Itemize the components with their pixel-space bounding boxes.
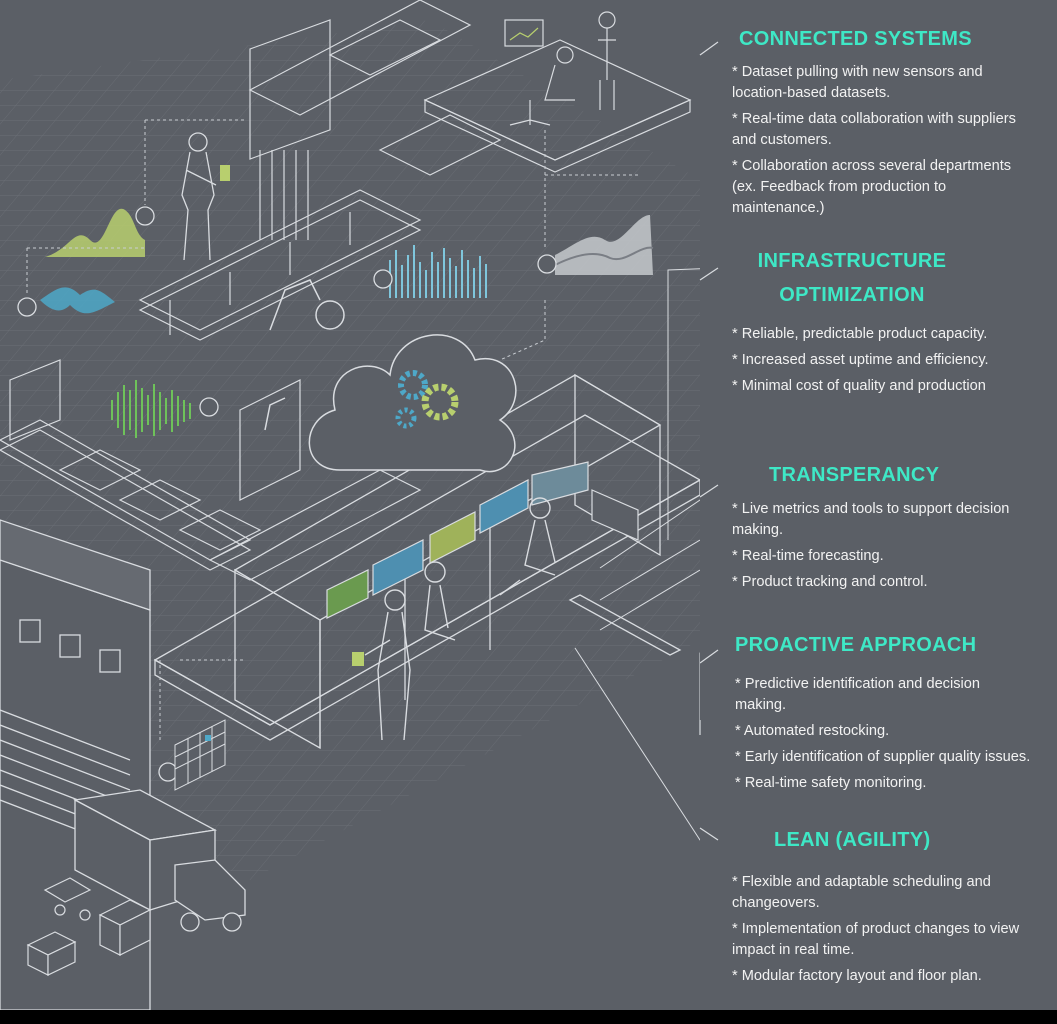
list-item: * Minimal cost of quality and production — [732, 378, 986, 394]
list-infrastructure-optimization: * Reliable, predictable product capacity… — [732, 324, 1032, 402]
worker-with-tablet — [181, 132, 230, 261]
data-waves — [40, 208, 654, 438]
list-item: * Implementation of product changes to v… — [732, 921, 1020, 958]
sensor-links — [26, 119, 640, 740]
warehouse — [0, 519, 151, 1010]
list-item: * Live metrics and tools to support deci… — [732, 501, 1010, 538]
bottom-bar — [0, 1010, 1057, 1024]
inventory-rack — [174, 719, 226, 791]
heading-lean-agility: LEAN (AGILITY) — [774, 829, 931, 851]
list-proactive-approach: * Predictive identification and decision… — [735, 674, 1035, 799]
list-item: * Modular factory layout and floor plan. — [732, 968, 982, 984]
delivery-truck — [72, 789, 246, 932]
top-office — [423, 11, 692, 173]
list-item: * Real-time safety monitoring. — [735, 775, 927, 791]
heading-transperancy: TRANSPERANCY — [769, 464, 940, 486]
upper-conveyor — [138, 0, 502, 341]
list-item: * Collaboration across several departmen… — [732, 158, 1012, 216]
list-item: * Product tracking and control. — [732, 574, 928, 590]
connector-lines — [574, 54, 700, 841]
operators — [352, 497, 556, 741]
list-item: * Early identification of supplier quali… — [735, 749, 1031, 765]
smart-factory-illustration — [0, 0, 700, 1010]
heading-proactive-approach: PROACTIVE APPROACH — [735, 634, 977, 656]
list-item: * Predictive identification and decision… — [735, 676, 980, 713]
gear-icon — [395, 370, 459, 429]
connector-ticks — [699, 41, 719, 841]
cloud-icon — [308, 334, 517, 473]
pallets — [26, 877, 152, 976]
list-item: * Dataset pulling with new sensors and l… — [732, 64, 983, 101]
heading-optimization: OPTIMIZATION — [779, 284, 925, 306]
list-item: * Real-time forecasting. — [732, 548, 884, 564]
monitors — [326, 461, 639, 619]
list-item: * Flexible and adaptable scheduling and … — [732, 874, 991, 911]
list-item: * Real-time data collaboration with supp… — [732, 111, 1016, 148]
heading-connected-systems: CONNECTED SYSTEMS — [739, 28, 972, 50]
list-item: * Automated restocking. — [735, 723, 890, 739]
list-transperancy: * Live metrics and tools to support deci… — [732, 499, 1032, 598]
list-item: * Increased asset uptime and efficiency. — [732, 352, 989, 368]
heading-infrastructure: INFRASTRUCTURE — [757, 250, 947, 272]
robot-arms — [264, 279, 345, 431]
list-item: * Reliable, predictable product capacity… — [732, 326, 988, 342]
lower-conveyor — [0, 359, 422, 581]
list-connected-systems: * Dataset pulling with new sensors and l… — [732, 62, 1032, 224]
wifi-icon — [17, 206, 557, 782]
list-lean-agility: * Flexible and adaptable scheduling and … — [732, 872, 1032, 992]
